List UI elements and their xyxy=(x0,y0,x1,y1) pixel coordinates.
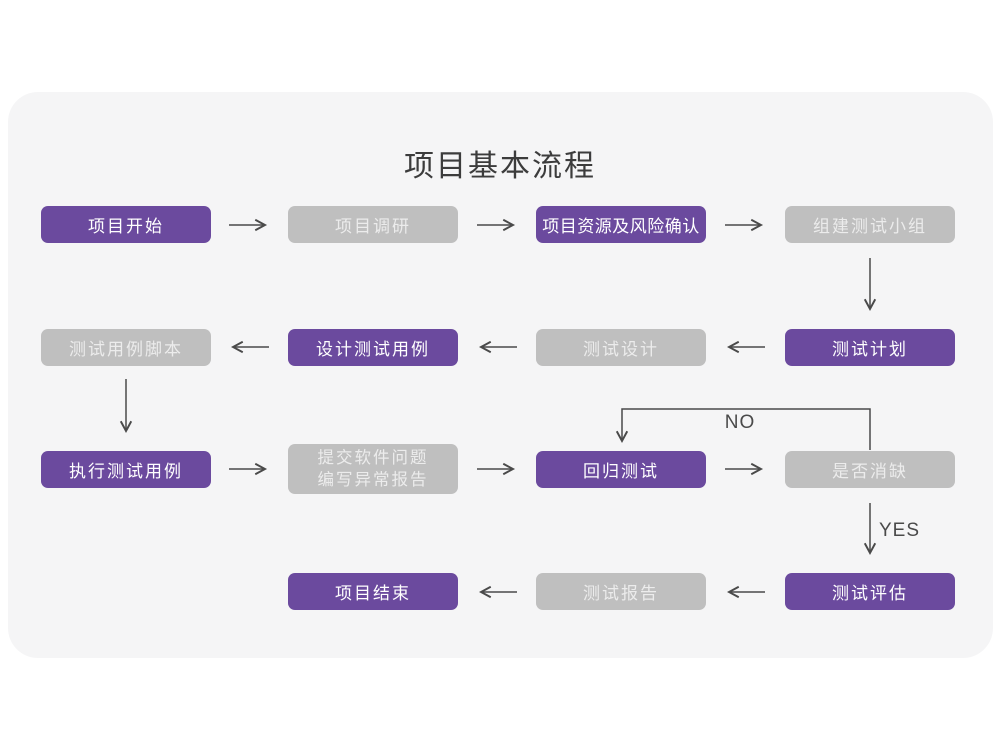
flowchart-card xyxy=(8,92,993,658)
node-test-design: 测试设计 xyxy=(536,329,706,366)
diagram-title: 项目基本流程 xyxy=(404,150,596,183)
node-defect-cleared: 是否消缺 xyxy=(785,451,955,488)
node-project-start: 项目开始 xyxy=(41,206,211,243)
node-test-plan: 测试计划 xyxy=(785,329,955,366)
node-submit-issue-line2: 编写异常报告 xyxy=(317,471,429,489)
node-submit-issue-report: 提交软件问题 编写异常报告 xyxy=(288,444,458,494)
node-build-test-team: 组建测试小组 xyxy=(785,206,955,243)
node-resource-risk: 项目资源及风险确认 xyxy=(536,206,706,243)
node-test-report: 测试报告 xyxy=(536,573,706,610)
node-regression-test: 回归测试 xyxy=(536,451,706,488)
node-project-end: 项目结束 xyxy=(288,573,458,610)
node-test-evaluation: 测试评估 xyxy=(785,573,955,610)
node-project-research: 项目调研 xyxy=(288,206,458,243)
node-test-case-script: 测试用例脚本 xyxy=(41,329,211,366)
node-execute-test-case: 执行测试用例 xyxy=(41,451,211,488)
node-design-test-case: 设计测试用例 xyxy=(288,329,458,366)
branch-label-yes: YES xyxy=(879,520,921,541)
branch-label-no: NO xyxy=(724,412,756,433)
node-submit-issue-line1: 提交软件问题 xyxy=(317,449,429,467)
